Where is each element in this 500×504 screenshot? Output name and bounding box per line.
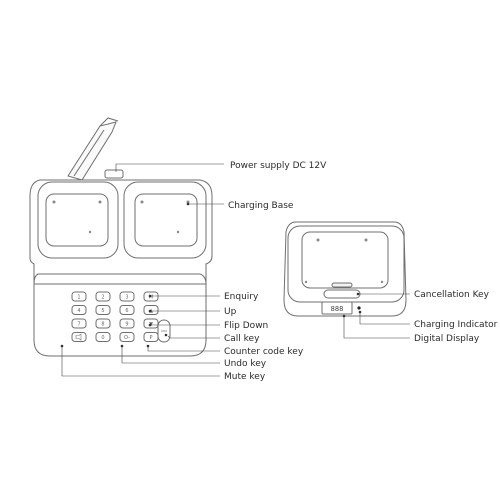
label-charging-indicator: Charging Indicator xyxy=(414,320,498,330)
cancellation-key[interactable] xyxy=(323,289,361,299)
label-flip-down: Flip Down xyxy=(224,321,268,331)
keypad-key-label: P xyxy=(149,335,152,341)
keypad-key[interactable]: 9 xyxy=(119,318,135,329)
charging-indicator xyxy=(357,306,361,310)
pager-device xyxy=(283,221,407,317)
keypad: 1 2 3 M 4 5 6 ▲ 7 8 9 ▼ 0 O- P xyxy=(71,291,159,342)
label-digital-display: Digital Display xyxy=(414,334,480,344)
label-enquiry: Enquiry xyxy=(224,292,259,302)
keypad-key[interactable]: 7 xyxy=(71,318,87,329)
label-call-key: Call key xyxy=(224,334,260,344)
antenna-icon xyxy=(67,117,119,181)
pager-pad xyxy=(301,231,389,289)
keypad-key-label: 3 xyxy=(125,295,128,301)
display-digits: 888 xyxy=(331,305,344,313)
keypad-key-label: 7 xyxy=(77,322,80,328)
keypad-key[interactable]: ▲ xyxy=(143,305,159,315)
keypad-key-label: 6 xyxy=(125,308,128,314)
leader-lines xyxy=(61,163,410,377)
label-up: Up xyxy=(224,307,237,317)
base-lip xyxy=(33,273,207,285)
charging-pad-right xyxy=(134,193,198,247)
undo-key-icon[interactable]: O- xyxy=(119,332,135,342)
keypad-key[interactable]: 8 xyxy=(95,318,111,329)
keypad-key-label: M xyxy=(149,295,153,301)
label-charging-base: Charging Base xyxy=(228,201,294,211)
keypad-key[interactable]: 4 xyxy=(71,305,87,315)
keypad-key-label: 8 xyxy=(101,322,104,328)
keypad-key[interactable]: ▼ xyxy=(143,318,159,329)
label-power-supply: Power supply DC 12V xyxy=(230,161,327,171)
keypad-key[interactable]: 6 xyxy=(119,305,135,315)
label-counter-code-key: Counter code key xyxy=(224,347,304,357)
leader-dots xyxy=(60,202,362,348)
main-device xyxy=(29,117,213,357)
charging-pad-left xyxy=(45,193,109,247)
digital-display xyxy=(321,301,353,315)
mute-icon[interactable] xyxy=(71,332,87,342)
keypad-key[interactable]: 2 xyxy=(95,291,111,302)
call-key-icon[interactable] xyxy=(157,319,171,343)
keypad-key[interactable]: 1 xyxy=(71,291,87,302)
keypad-key[interactable]: P xyxy=(143,332,159,342)
keypad-key[interactable]: 3 xyxy=(119,291,135,302)
keypad-key-label: 1 xyxy=(77,295,80,301)
label-mute-key: Mute key xyxy=(224,372,266,382)
keypad-key-label: 5 xyxy=(101,308,104,314)
keypad-key-label: 9 xyxy=(125,322,128,328)
label-cancellation-key: Cancellation Key xyxy=(414,290,490,300)
keypad-key[interactable]: 0 xyxy=(95,332,111,342)
keypad-key-label: 2 xyxy=(101,295,104,301)
keypad-key[interactable]: 5 xyxy=(95,305,111,315)
label-undo-key: Undo key xyxy=(224,359,267,369)
keypad-key-label: 4 xyxy=(77,308,80,314)
keypad-key-label: 0 xyxy=(101,335,104,341)
power-connector xyxy=(104,169,124,179)
keypad-key-label: O- xyxy=(124,335,130,341)
